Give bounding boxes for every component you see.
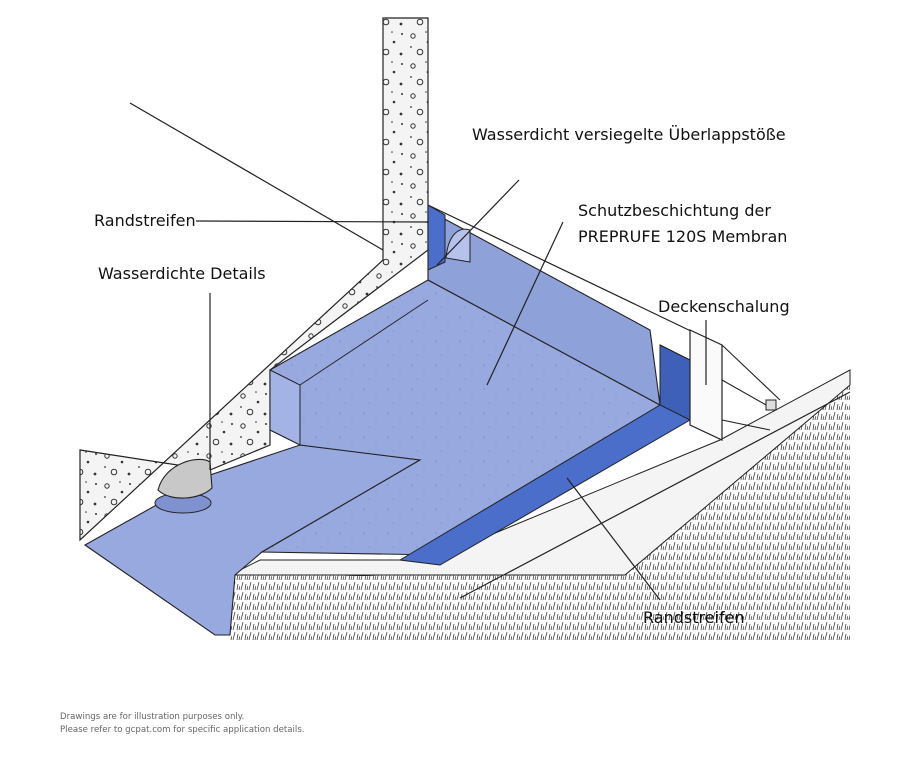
membrane-step-line	[299, 299, 429, 386]
membrane-step-face	[269, 369, 301, 446]
label-coating-line1: Schutzbeschichtung der	[578, 201, 771, 220]
wall-top-line	[129, 102, 384, 251]
leader-overlap	[436, 179, 520, 266]
formwork-top-line	[427, 204, 721, 346]
leader-coating	[486, 221, 564, 386]
footnote-line1: Drawings are for illustration purposes o…	[60, 712, 244, 722]
label-edge-strip-top: Randstreifen	[94, 211, 196, 230]
label-details: Wasserdichte Details	[98, 264, 266, 283]
label-coating-line2: PREPRUFE 120S Membran	[578, 227, 787, 246]
membrane-texture	[262, 280, 660, 555]
edge-strip-corner	[427, 204, 446, 271]
label-edge-strip-bottom: Randstreifen	[643, 608, 745, 627]
leader-edge-strip-bottom	[566, 477, 661, 601]
formwork-stake	[765, 399, 777, 411]
ground-line	[459, 391, 851, 599]
label-overlap: Wasserdicht versiegelte Überlappstöße	[472, 125, 786, 144]
label-formwork: Deckenschalung	[658, 297, 790, 316]
concrete-aggregate	[80, 18, 428, 540]
footnote-line2: Please refer to gcpat.com for specific a…	[60, 725, 305, 735]
pipe-penetration	[157, 458, 213, 499]
leader-edge-strip-top	[195, 220, 429, 223]
concrete-slab-edge	[229, 369, 851, 576]
